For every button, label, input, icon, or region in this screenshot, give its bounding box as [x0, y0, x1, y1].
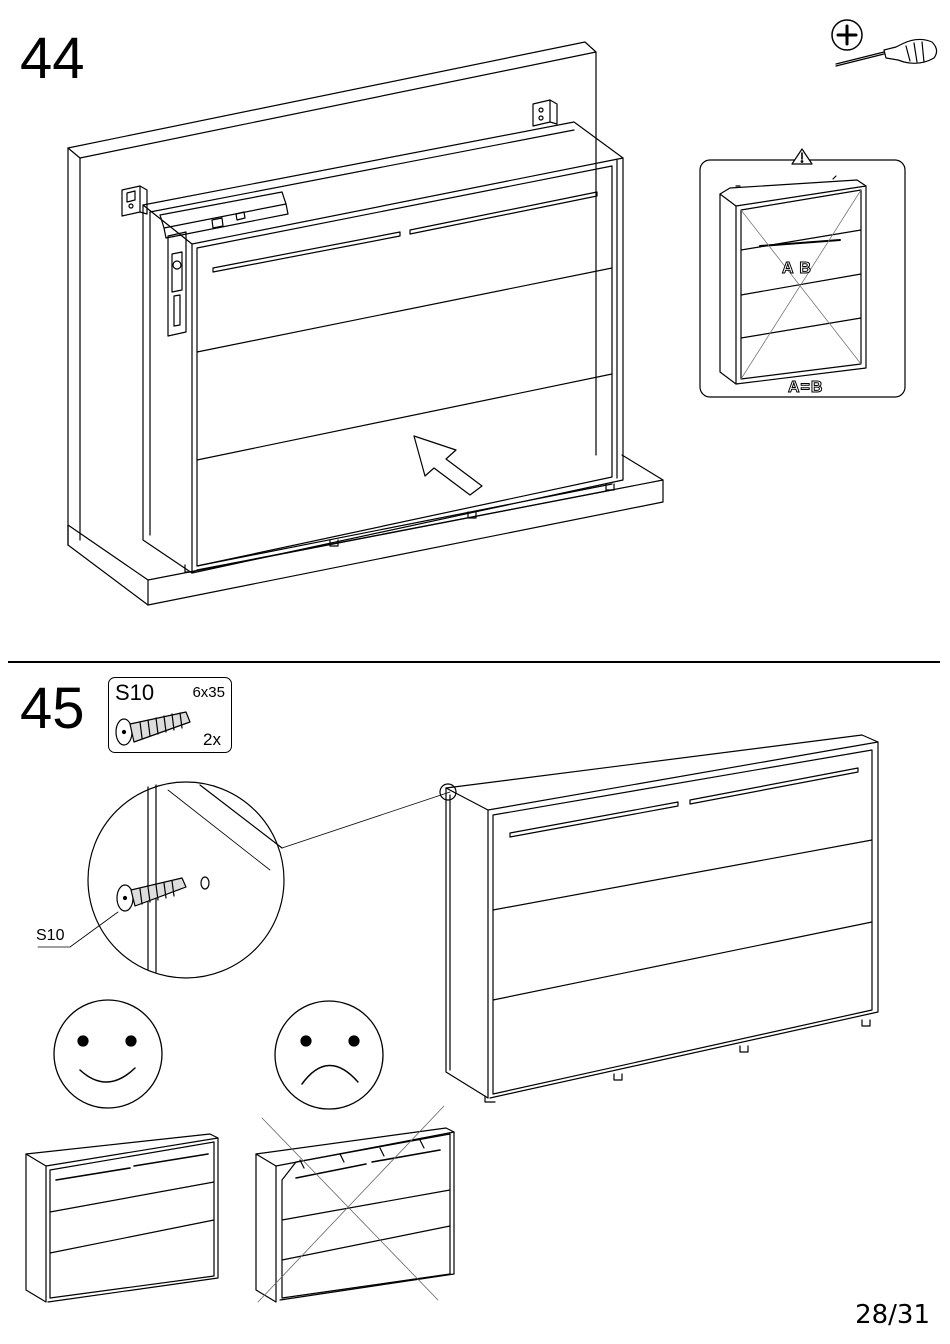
spirit-level-icon [160, 192, 288, 238]
push-arrow-icon [414, 436, 482, 495]
page-number: 28/31 [855, 1300, 930, 1330]
callout-label-s10: S10 [36, 927, 64, 945]
sad-face-icon [275, 1001, 383, 1109]
bed-cabinet [143, 122, 623, 573]
warning-icon [792, 149, 812, 164]
wall-panel [68, 42, 596, 545]
correct-cabinet-example [26, 1134, 218, 1302]
diagonal-check-inset [700, 160, 905, 397]
incorrect-cabinet-example [256, 1106, 454, 1302]
part-size: 6x35 [192, 684, 225, 701]
inset-label-ab: A B [782, 260, 812, 278]
side-hinge-mechanism [168, 232, 186, 336]
wall-bracket-right [533, 100, 557, 126]
part-id: S10 [115, 680, 154, 706]
part-box: S10 6x35 2x [108, 677, 232, 753]
detail-zoom-circle [38, 782, 456, 978]
phillips-screwdriver-icon [832, 20, 937, 66]
inset-label-equal: A=B [788, 379, 823, 397]
part-quantity: 2x [203, 730, 221, 750]
smiley-face-icon [54, 1000, 162, 1108]
bed-cabinet-closed [446, 735, 878, 1102]
